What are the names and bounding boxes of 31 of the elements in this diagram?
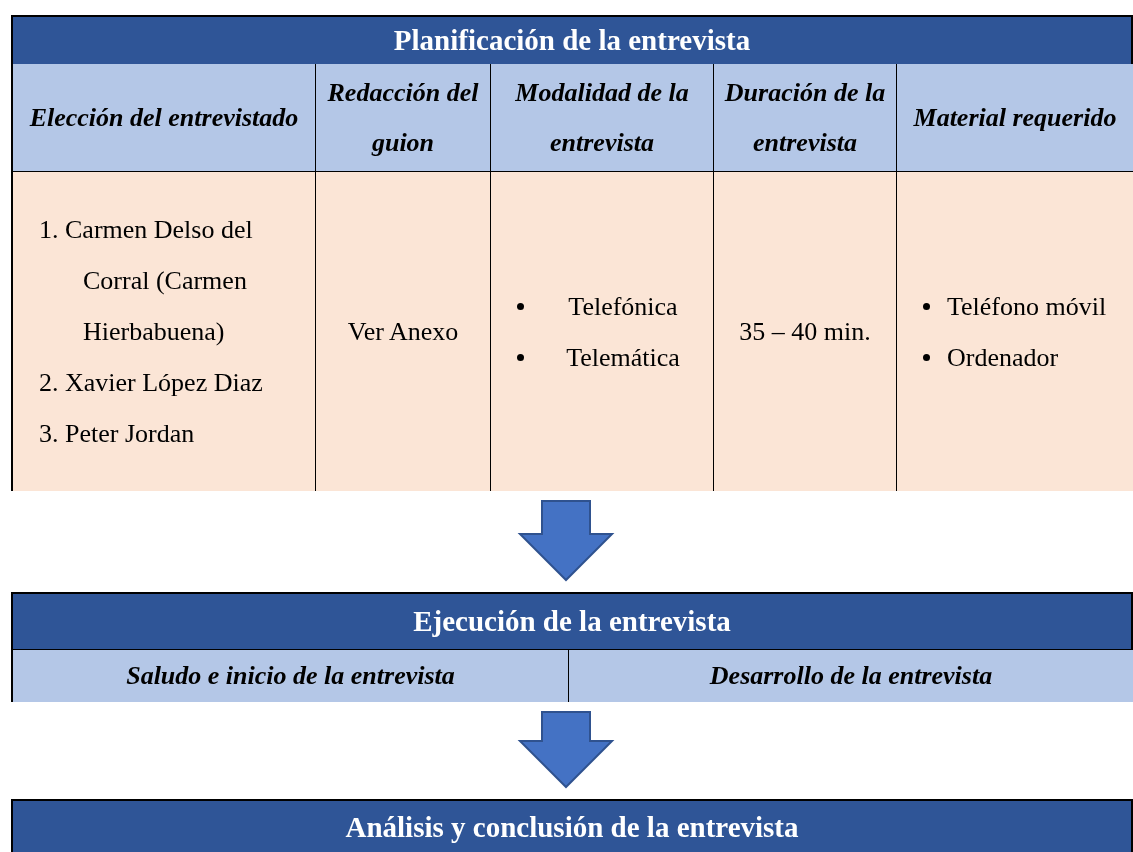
stage-panel bbox=[11, 592, 1133, 702]
column-header: Duración de la entrevista bbox=[723, 76, 887, 159]
cell-text: 35 – 40 min. bbox=[739, 316, 871, 348]
table-cell bbox=[568, 649, 1133, 702]
cell-heading: Desarrollo de la entrevista bbox=[709, 661, 993, 691]
column-header: Modalidad de la entrevista bbox=[514, 76, 690, 159]
numbered-item: 2. Xavier López Diaz bbox=[39, 367, 264, 399]
column-header: Elección del entrevistado bbox=[29, 101, 299, 134]
bullet-item: Ordenador bbox=[905, 331, 1125, 383]
cell-heading: Saludo e inicio de la entrevista bbox=[126, 661, 455, 691]
block-arrow bbox=[517, 711, 615, 789]
stage-title: Ejecución de la entrevista bbox=[413, 605, 731, 637]
table-column bbox=[13, 64, 315, 491]
stage-title: Análisis y conclusión de la entrevista bbox=[345, 811, 799, 843]
stage-panel bbox=[11, 15, 1133, 491]
cell-text: Ver Anexo bbox=[347, 316, 459, 348]
numbered-item: 1. Carmen Delso del Corral (Carmen Hierbabuena) bbox=[39, 214, 254, 348]
block-arrow bbox=[517, 500, 615, 582]
stage-panel bbox=[11, 799, 1133, 852]
stage-title: Planificación de la entrevista bbox=[393, 24, 751, 56]
bullet-item: Teléfono móvil bbox=[905, 280, 1125, 332]
bullet-item: Telemática bbox=[499, 331, 705, 383]
bullet-item: Telefónica bbox=[499, 280, 705, 332]
column-header: Material requerido bbox=[913, 101, 1117, 134]
table-column bbox=[713, 64, 896, 491]
column-header: Redacción del guion bbox=[326, 76, 480, 159]
table-column bbox=[315, 64, 490, 491]
numbered-item: 3. Peter Jordan bbox=[39, 418, 196, 450]
table-column bbox=[490, 64, 713, 491]
table-column bbox=[896, 64, 1133, 491]
table-cell bbox=[13, 649, 568, 702]
